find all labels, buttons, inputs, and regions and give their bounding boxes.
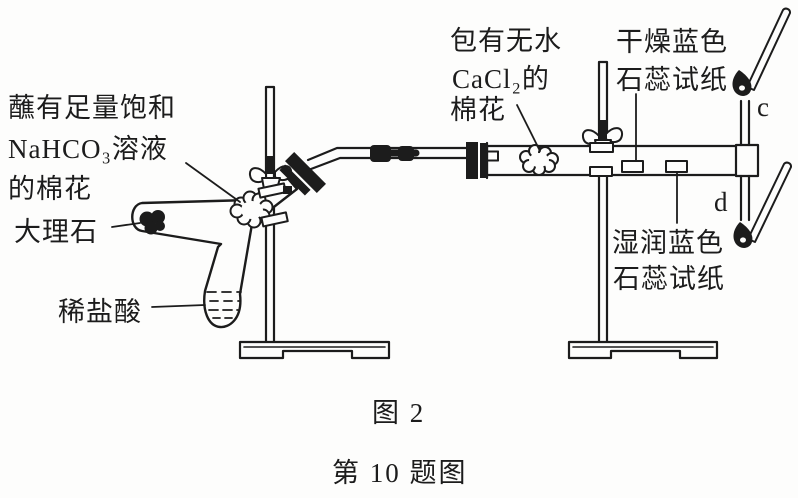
label-dry-litmus-line1: 干燥蓝色 <box>616 27 728 57</box>
test-tube-stopper-band <box>480 143 487 178</box>
label-cacl2-cotton-line3: 棉花 <box>450 95 506 125</box>
wet-litmus-paper <box>665 160 688 173</box>
y-tube-assembly <box>131 151 327 329</box>
burning-splint-c <box>732 7 791 96</box>
splint-stick-d <box>747 161 792 243</box>
splint-flame-c <box>732 70 752 96</box>
right-clamp-screw <box>599 120 607 141</box>
leader-cacl2-cotton <box>516 104 541 152</box>
label-nahco3-cotton-line1: 蘸有足量饱和 <box>8 93 176 123</box>
question-caption: 第 10 题图 <box>332 458 468 488</box>
label-cacl2-cotton-line1: 包有无水 <box>450 26 562 56</box>
rubber-connector-right <box>398 146 414 161</box>
y-tube-stopper <box>279 151 327 196</box>
figure-caption: 图 2 <box>372 398 425 428</box>
label-nahco3-cotton-line3: 的棉花 <box>8 174 92 204</box>
t-junction-collar <box>734 143 760 178</box>
delivery-tube-bottom-wall <box>309 156 468 171</box>
right-clamp-upper-jaw <box>589 142 614 153</box>
dilute-hcl-liquid <box>206 291 242 319</box>
label-cacl2-cotton-line2: CaCl₂的 <box>452 64 550 94</box>
label-marble: 大理石 <box>14 217 98 247</box>
label-dilute-hcl: 稀盐酸 <box>58 297 142 327</box>
splint-stick-c <box>746 7 791 91</box>
leader-lines <box>111 93 678 308</box>
label-dry-litmus-line2: 石蕊试纸 <box>616 65 728 95</box>
left-clamp-lower-jaw <box>260 211 289 228</box>
left-clamp-screw <box>266 156 275 174</box>
cacl2-cotton-wad <box>519 144 559 176</box>
label-opening-c: c <box>757 92 769 122</box>
leader-dilute-hcl <box>151 304 206 308</box>
label-opening-d: d <box>714 187 728 217</box>
test-tube-stopper <box>466 142 478 179</box>
right-clamp <box>581 120 624 177</box>
right-stand-rod <box>597 60 609 345</box>
lower-outlet-tube <box>739 174 751 222</box>
left-stand-base <box>238 340 391 360</box>
horizontal-tube-assembly <box>466 99 760 222</box>
delivery-tube-assembly <box>306 145 468 171</box>
stopper-inner-tube-tip <box>486 150 499 162</box>
label-nahco3-cotton-line2: NaHCO₃溶液 <box>8 134 168 164</box>
rubber-connector-left <box>370 145 391 162</box>
marble-lumps <box>139 210 165 235</box>
right-stand-base <box>567 340 719 360</box>
leader-nahco3-cotton <box>185 162 241 203</box>
right-stand <box>567 60 719 360</box>
dry-litmus-paper <box>621 160 644 173</box>
delivery-tube-top-wall <box>306 146 468 162</box>
upper-outlet-tube <box>739 99 751 147</box>
right-clamp-lower-jaw <box>589 166 613 177</box>
burning-splint-d <box>733 161 792 248</box>
label-wet-litmus-line2: 石蕊试纸 <box>613 264 725 294</box>
splint-flame-d <box>733 222 753 248</box>
leader-marble <box>111 222 141 228</box>
label-wet-litmus-line1: 湿润蓝色 <box>612 228 724 258</box>
